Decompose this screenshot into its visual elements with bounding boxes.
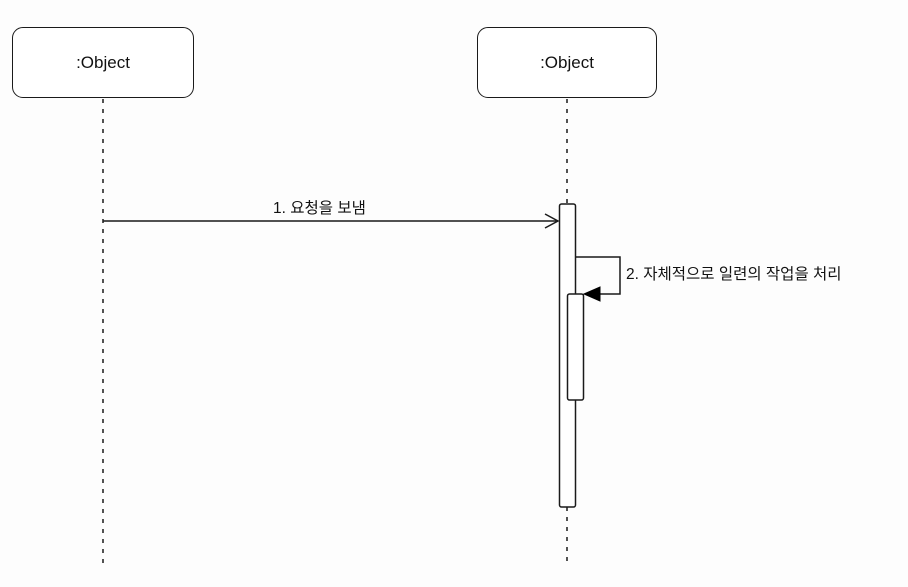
lifeline-left-label: :Object	[76, 52, 130, 72]
lifeline-right-label: :Object	[540, 52, 594, 72]
lifeline-left-head: :Object	[12, 27, 194, 98]
message-1-label: 1. 요청을 보냄	[273, 200, 366, 217]
message-2-label: 2. 자체적으로 일련의 작업을 처리	[626, 266, 842, 283]
lifeline-right-head: :Object	[477, 27, 657, 98]
message-2-self-line	[576, 256, 621, 295]
message-1-arrowhead	[544, 213, 560, 229]
message-2-arrowhead	[582, 286, 601, 302]
activation-bar-nested	[566, 293, 585, 401]
